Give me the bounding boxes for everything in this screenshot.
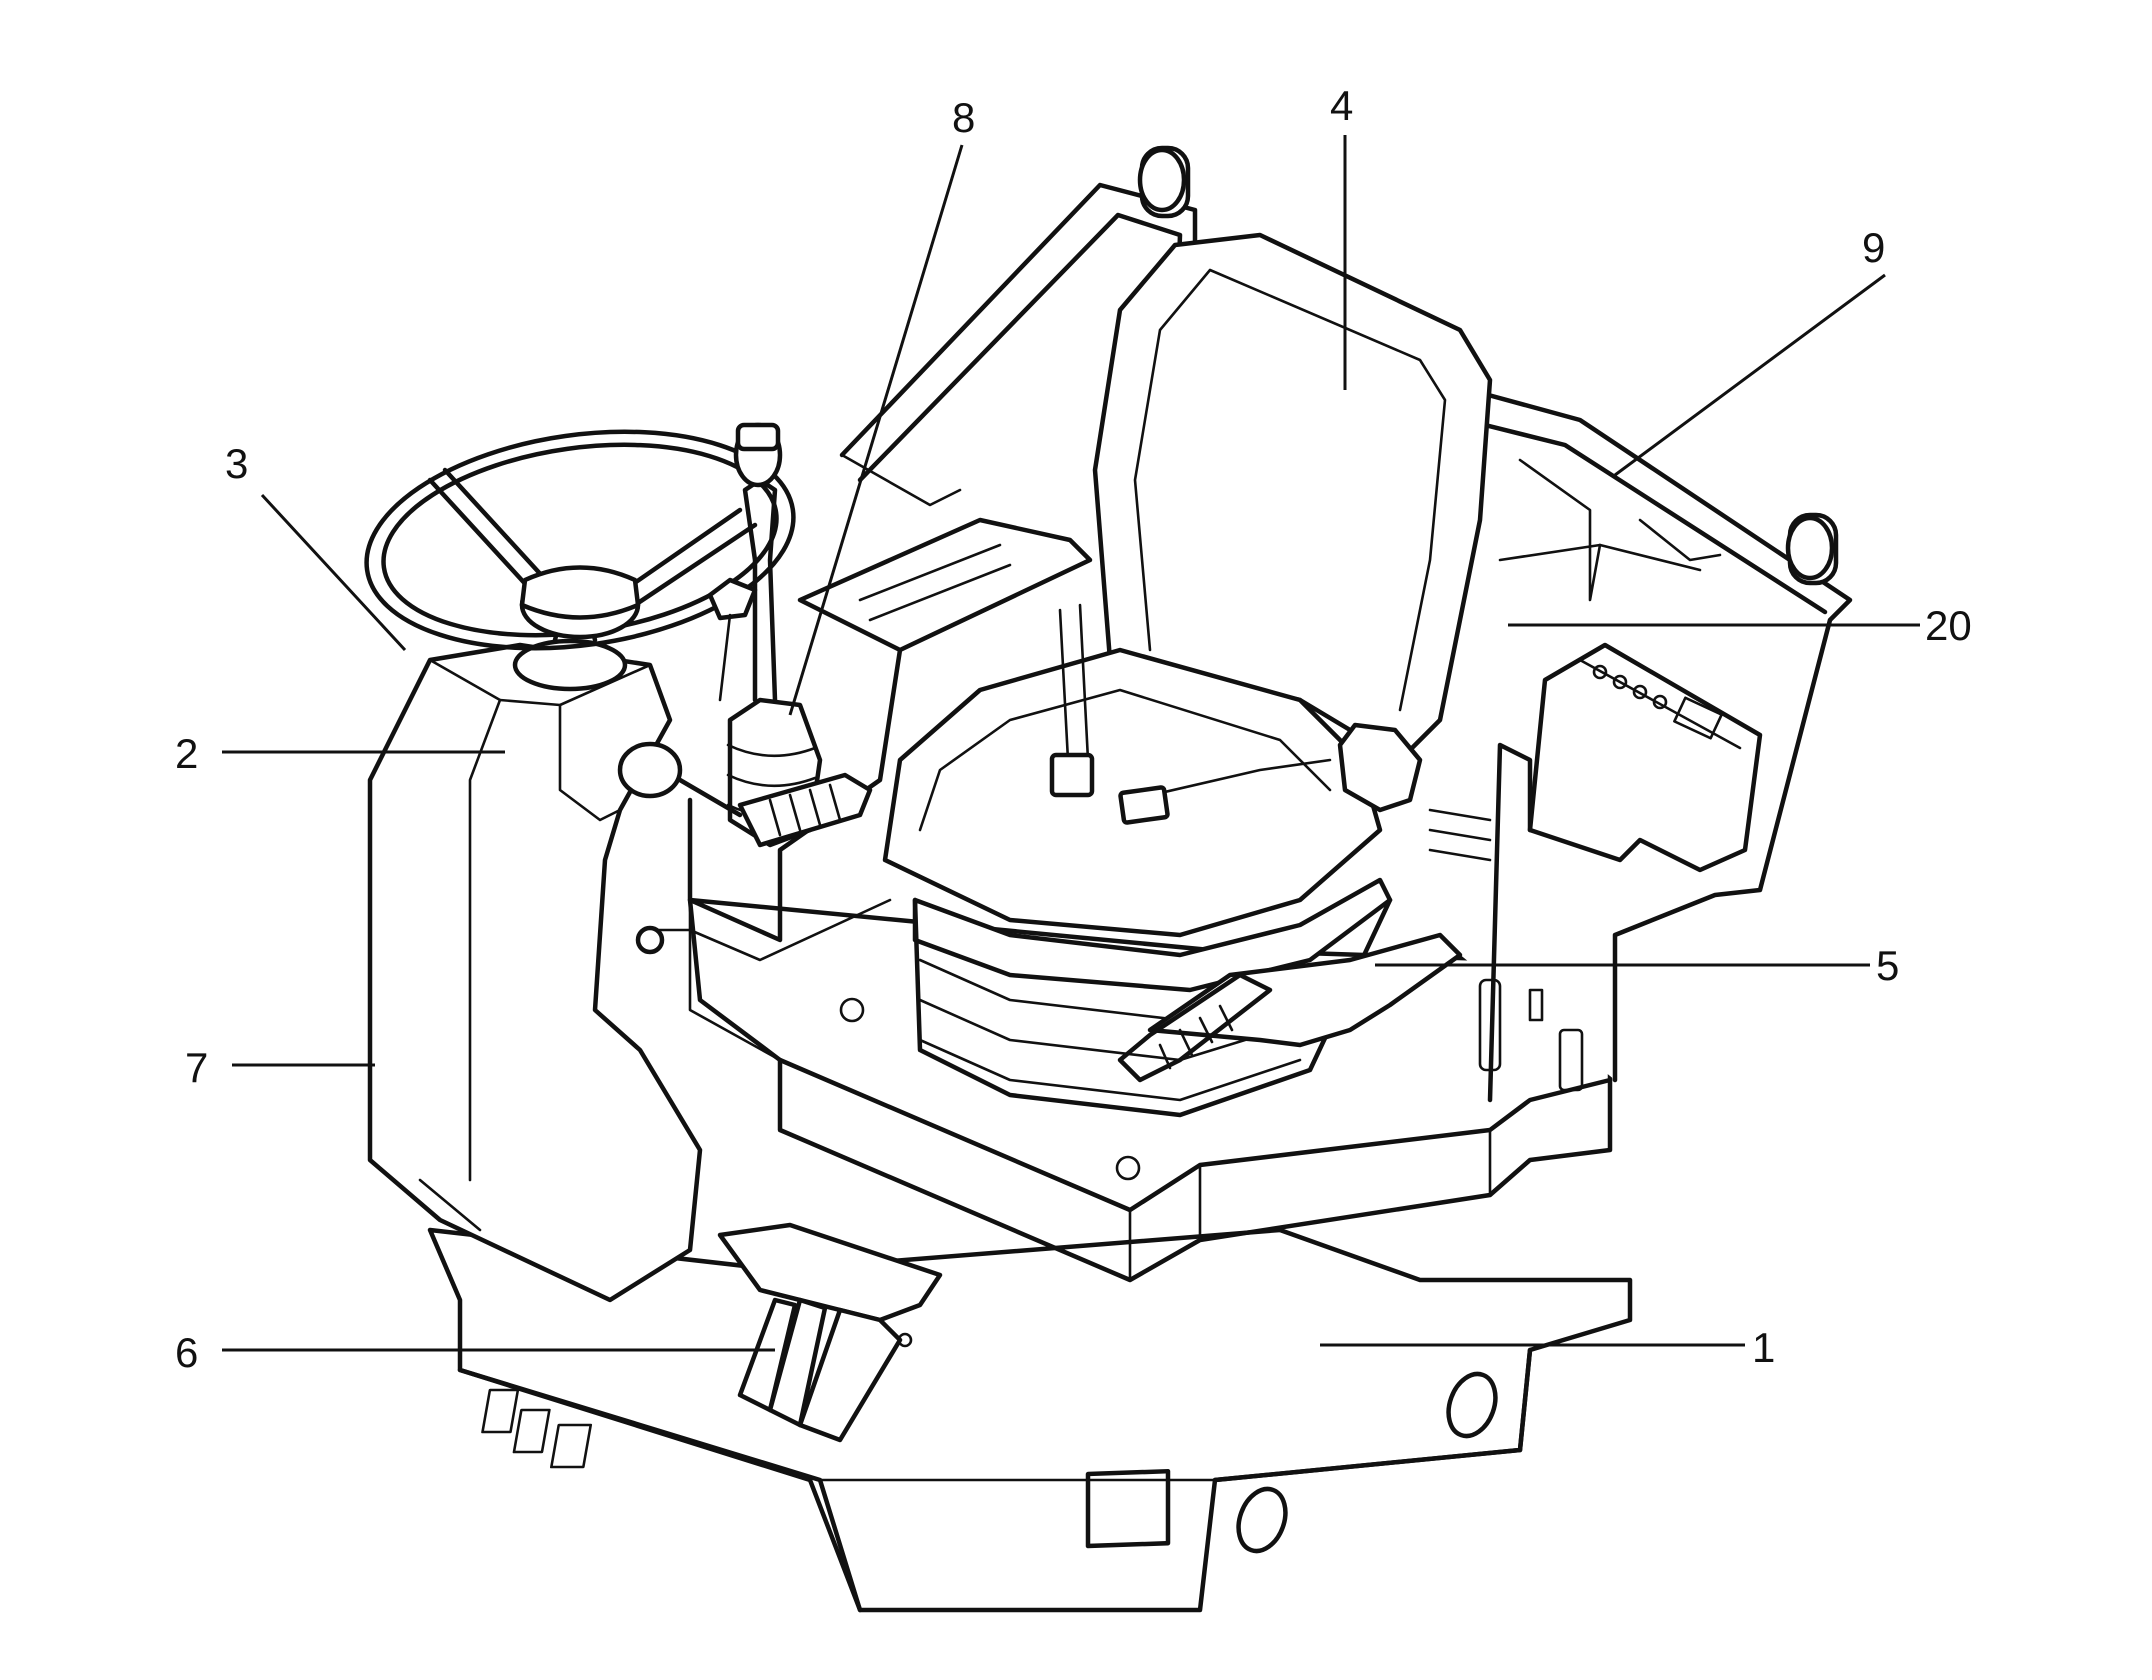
base-hole-1	[1236, 1486, 1288, 1554]
base-access-hatch	[1085, 1468, 1171, 1549]
left-console-top	[797, 517, 1093, 653]
ignition-key	[1478, 978, 1502, 1072]
seat-adjust-grip	[1117, 972, 1273, 1083]
callout-5: 5	[1876, 942, 1899, 989]
shift-secondary-stalk	[718, 613, 732, 702]
callout-2: 2	[175, 730, 198, 777]
callout-3: 3	[225, 440, 248, 487]
callout-6: 6	[175, 1329, 198, 1376]
callout-20: 20	[1925, 602, 1972, 649]
shift-boot-ridge-2	[726, 773, 817, 788]
steering-spoke-2	[442, 467, 558, 593]
operator-seat	[882, 232, 1493, 1118]
steering-spoke-1	[427, 477, 543, 603]
rear-lamp-left	[1137, 145, 1191, 219]
leader-9	[1614, 273, 1886, 477]
steering-collar	[512, 638, 628, 692]
side-panel-vent	[1428, 808, 1492, 862]
base-platform	[427, 1227, 1633, 1613]
pedal-left	[737, 1297, 798, 1413]
side-panel-button-2	[1612, 674, 1628, 690]
callout-4: 4	[1330, 82, 1353, 129]
pedal-foot-left	[481, 1388, 520, 1434]
pedal-foot-middle	[512, 1408, 551, 1454]
seat-bellows-3	[918, 1038, 1302, 1102]
steering-wheel-rim-outer	[364, 429, 796, 651]
stalk-grip	[737, 772, 873, 848]
side-panel-display	[1673, 696, 1723, 740]
seat-belt-strap	[1058, 603, 1090, 762]
pedal-cover	[717, 1222, 943, 1323]
callout-8: 8	[952, 94, 975, 141]
stalk-pivot	[617, 741, 683, 799]
stalk-lower-knob	[635, 925, 665, 955]
pedal-foot-right	[550, 1423, 593, 1469]
side-panel-button-1	[1592, 664, 1608, 680]
callout-9: 9	[1862, 224, 1885, 271]
side-panel-button-3	[1632, 684, 1648, 700]
shift-secondary-knob	[707, 577, 758, 621]
steering-housing-front-edge	[468, 698, 502, 1182]
seat-belt-tongue	[1118, 785, 1170, 825]
steering-housing-lower	[418, 1178, 482, 1232]
pedal-middle	[767, 1297, 828, 1428]
seat-base-outline	[912, 897, 1393, 1118]
steering-housing-side	[558, 703, 622, 822]
seat-belt-buckle	[1049, 752, 1095, 798]
seat-adjust-lever	[1147, 932, 1463, 1048]
rear-tray	[1518, 458, 1602, 602]
left-console-body	[687, 647, 903, 943]
side-panel-button-4	[1652, 694, 1668, 710]
stalk-lower-cable	[653, 898, 892, 962]
callout-1: 1	[1752, 1324, 1775, 1371]
control-stalk	[617, 741, 892, 962]
callout-7: 7	[185, 1044, 208, 1091]
stalk-grip-ridges	[768, 783, 842, 837]
steering-hub-cap	[519, 565, 641, 620]
seat-deck-front	[777, 1057, 1613, 1283]
base-edge-b	[1198, 1478, 1217, 1612]
leader-lines	[222, 135, 1920, 1352]
seat-armrest	[1337, 722, 1423, 813]
pedal-right	[797, 1307, 903, 1443]
base-front-right-face	[1212, 1347, 1533, 1483]
seat-backrest-seam	[1133, 268, 1447, 712]
pedal-assembly	[481, 1222, 943, 1469]
toggle-switch	[1558, 1028, 1584, 1092]
side-panel-body	[1527, 642, 1763, 873]
pedal-bolt	[897, 1332, 913, 1348]
steering-spoke-4	[617, 522, 758, 618]
left-console-detail	[858, 543, 1012, 622]
deck-bolt-1	[839, 997, 865, 1023]
side-panel-pillar	[1487, 742, 1533, 1103]
shift-knob-top	[735, 422, 781, 452]
switch-small	[1528, 988, 1544, 1022]
rear-frame-rim-left	[840, 453, 962, 507]
steering-column-housing	[367, 617, 703, 1303]
seat-adjust-grip-ridges	[1158, 1004, 1234, 1070]
deck-bolt-2	[1115, 1155, 1141, 1181]
leader-8	[788, 144, 964, 716]
base-hole-2	[1446, 1371, 1498, 1439]
callout-labels: 1 2 3 4 5 6 7 8 9 20	[175, 82, 1972, 1376]
left-console-box	[687, 517, 1093, 943]
rear-tray-2	[1638, 518, 1722, 562]
seat-deck-left-wall	[688, 898, 782, 1062]
shift-boot-ridge-1	[726, 743, 817, 758]
rear-lamp-right	[1785, 512, 1839, 586]
leader-3	[260, 493, 407, 652]
stalk-arm	[677, 777, 743, 818]
base-panel-lower-left	[428, 1228, 462, 1302]
side-control-panel	[1428, 642, 1763, 1103]
steering-wheel	[364, 429, 796, 651]
seat-belt-right	[1128, 758, 1332, 802]
